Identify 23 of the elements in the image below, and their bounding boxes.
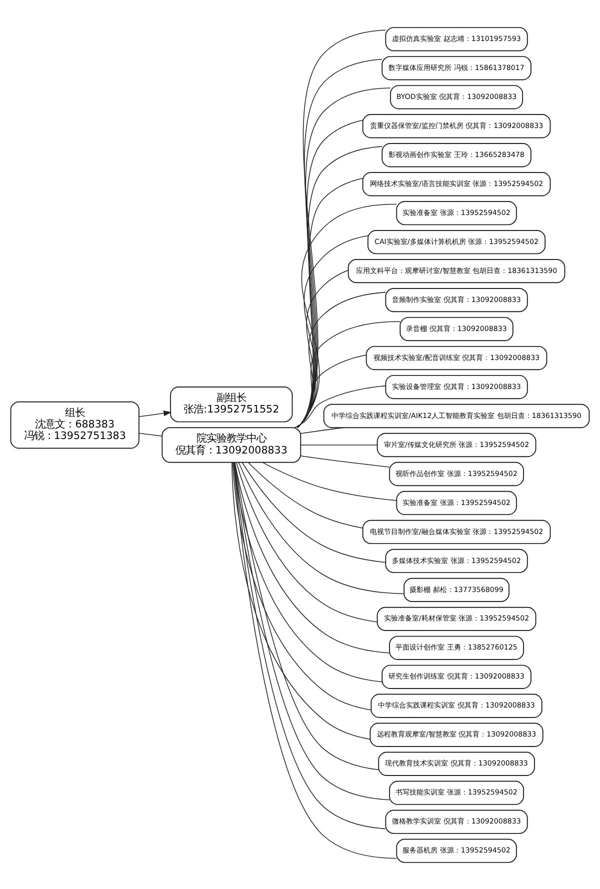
connector xyxy=(234,462,379,770)
connector xyxy=(236,462,378,622)
node-box: 院实验教学中心 倪其育：13092008833 xyxy=(162,426,302,462)
connector xyxy=(297,203,397,428)
connector xyxy=(296,320,401,428)
connector xyxy=(297,291,386,428)
node-box: 副组长 张浩:13952751552 xyxy=(170,386,293,422)
connector xyxy=(262,462,397,500)
connector xyxy=(248,462,364,528)
connector xyxy=(297,234,368,428)
connector xyxy=(300,426,344,434)
connector xyxy=(296,354,367,428)
connector xyxy=(238,462,404,594)
connector xyxy=(138,432,162,436)
connector xyxy=(294,384,386,428)
node-box: 组长 沈意文：688383 冯锐：13952751383 xyxy=(10,400,140,448)
connector xyxy=(233,462,382,682)
arrow xyxy=(138,410,172,416)
connector xyxy=(300,444,378,445)
connector xyxy=(234,462,390,653)
connector xyxy=(300,455,390,467)
connector xyxy=(242,462,386,562)
connector xyxy=(298,87,391,428)
